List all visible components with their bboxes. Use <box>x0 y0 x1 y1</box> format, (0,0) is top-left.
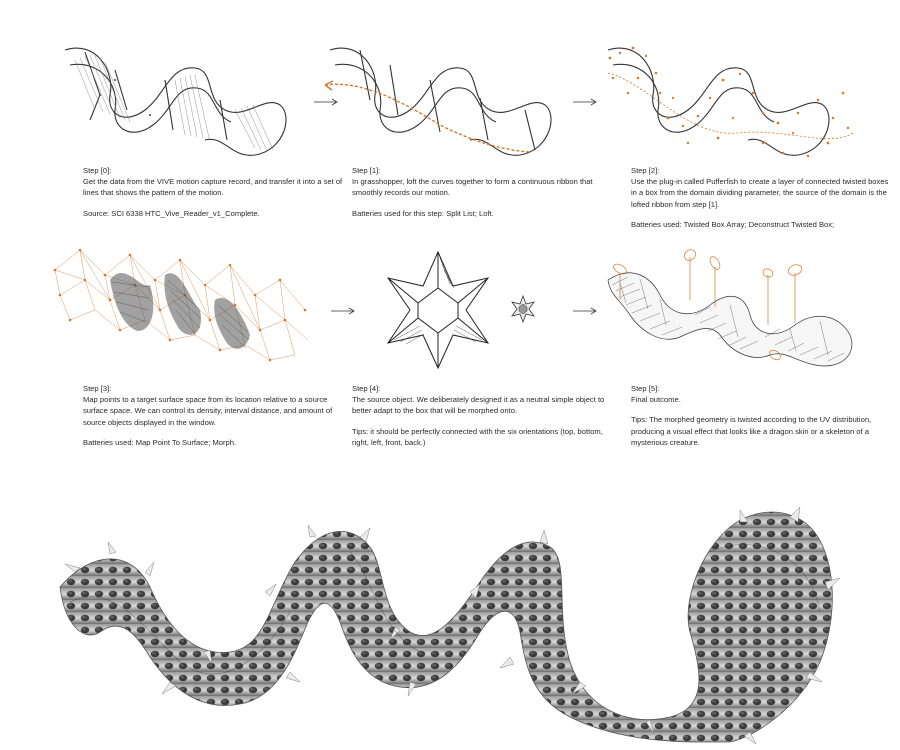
step-2-twisted-box-figure <box>607 46 854 158</box>
step-3-paragraph-2: Batteries used: Map Point To Surface; Mo… <box>83 437 237 447</box>
step-1-paragraph-2: Batteries used for this step: Split List… <box>352 208 494 218</box>
step-4-description: Step [4]: The source object. We delibera… <box>352 383 617 457</box>
step-2-paragraph-2: Batteries used: Twisted Box Array; Decon… <box>631 219 835 229</box>
step-0-description: Step [0]: Get the data from the VIVE mot… <box>83 165 348 228</box>
step-3-description: Step [3]: Map points to a target surface… <box>83 383 348 457</box>
step-4-source-object-small-figure <box>511 295 535 323</box>
step-3-title: Step [3]: <box>83 384 112 393</box>
step-4-paragraph-2: Tips: it should be perfectly connected w… <box>352 426 603 447</box>
step-3-map-points-figure <box>53 248 309 362</box>
step-2-paragraph-1: Use the plug-in called Pufferfish to cre… <box>631 177 889 209</box>
step-1-paragraph-1: In grasshopper, loft the curves together… <box>352 177 593 198</box>
step-0-paragraph-2: Source: SCI 6338 HTC_Vive_Reader_v1_Comp… <box>83 208 260 218</box>
step-4-title: Step [4]: <box>352 384 381 393</box>
step-1-loft-figure <box>324 47 552 156</box>
step-2-description: Step [2]: Use the plug-in called Pufferf… <box>631 165 896 239</box>
step-1-description: Step [1]: In grasshopper, loft the curve… <box>352 165 617 228</box>
arrow-1-2 <box>573 98 597 106</box>
step-1-title: Step [1]: <box>352 166 381 175</box>
step-4-paragraph-1: The source object. We deliberately desig… <box>352 395 605 416</box>
step-3-paragraph-1: Map points to a target surface space fro… <box>83 395 333 427</box>
arrow-4-5 <box>573 307 597 315</box>
arrow-3-4 <box>331 307 355 315</box>
step-5-paragraph-2: Tips: The morphed geometry is twisted ac… <box>631 415 872 447</box>
step-5-description: Step [5]: Final outcome. Tips: The morph… <box>631 383 896 457</box>
step-0-motion-lines-figure <box>64 47 287 156</box>
step-0-title: Step [0]: <box>83 166 112 175</box>
step-0-paragraph-1: Get the data from the VIVE motion captur… <box>83 177 343 198</box>
step-5-title: Step [5]: <box>631 384 660 393</box>
arrow-0-1 <box>314 98 338 106</box>
step-2-title: Step [2]: <box>631 166 660 175</box>
step-4-source-object-figure <box>386 250 490 370</box>
step-5-paragraph-1: Final outcome. <box>631 395 681 405</box>
final-render-image <box>59 506 841 745</box>
step-5-final-outcome-figure <box>607 249 853 367</box>
